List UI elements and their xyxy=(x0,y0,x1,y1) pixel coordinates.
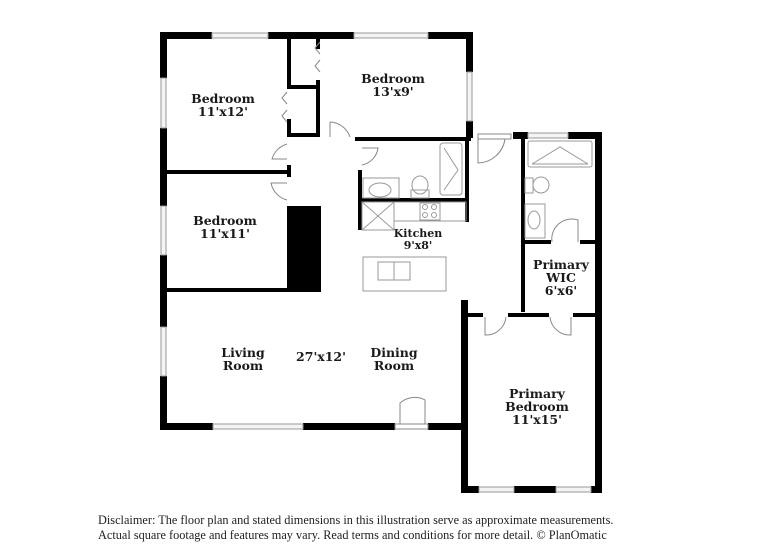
doors xyxy=(270,41,579,430)
room-label-primary-bedroom: Primary Bedroom 11'x15' xyxy=(505,387,569,426)
exterior-walls xyxy=(160,32,602,493)
room-size: 11'x11' xyxy=(200,226,250,241)
room-name-line2: Room xyxy=(373,358,415,373)
fixtures xyxy=(361,140,593,292)
room-size-living-dining: 27'x12' xyxy=(296,349,346,364)
room-label-living: Living Room xyxy=(221,346,264,372)
room-label-kitchen: Kitchen 9'x8' xyxy=(394,228,443,252)
room-label-bedroom-nw: Bedroom 11'x12' xyxy=(191,92,255,118)
room-name-line1: Primary xyxy=(533,257,589,272)
room-size: 6'x6' xyxy=(544,283,578,298)
room-name-line2: WIC xyxy=(546,270,576,285)
room-label-primary-wic: Primary WIC 6'x6' xyxy=(533,258,589,297)
room-name-line1: Primary xyxy=(509,386,565,401)
room-size: 11'x15' xyxy=(512,412,562,427)
room-name-line2: Bedroom xyxy=(505,399,569,414)
interior-walls xyxy=(167,37,598,320)
room-name-line2: Room xyxy=(222,358,264,373)
room-label-bedroom-w: Bedroom 11'x11' xyxy=(193,214,257,240)
room-size: 13'x9' xyxy=(372,84,414,99)
room-name-line1: Living xyxy=(221,345,265,360)
room-name: Bedroom xyxy=(361,71,425,86)
room-size: 9'x8' xyxy=(403,239,433,252)
room-name-line1: Dining xyxy=(370,345,418,360)
room-name: Kitchen xyxy=(393,227,443,240)
room-name: Bedroom xyxy=(193,213,257,228)
room-size: 11'x12' xyxy=(198,104,248,119)
room-label-bedroom-n: Bedroom 13'x9' xyxy=(361,72,425,98)
disclaimer-line2: Actual square footage and features may v… xyxy=(98,528,607,542)
room-name: Bedroom xyxy=(191,91,255,106)
windows xyxy=(160,32,592,493)
room-label-dining: Dining Room xyxy=(370,346,417,372)
disclaimer: Disclaimer: The floor plan and stated di… xyxy=(98,513,698,543)
disclaimer-line1: Disclaimer: The floor plan and stated di… xyxy=(98,513,614,527)
